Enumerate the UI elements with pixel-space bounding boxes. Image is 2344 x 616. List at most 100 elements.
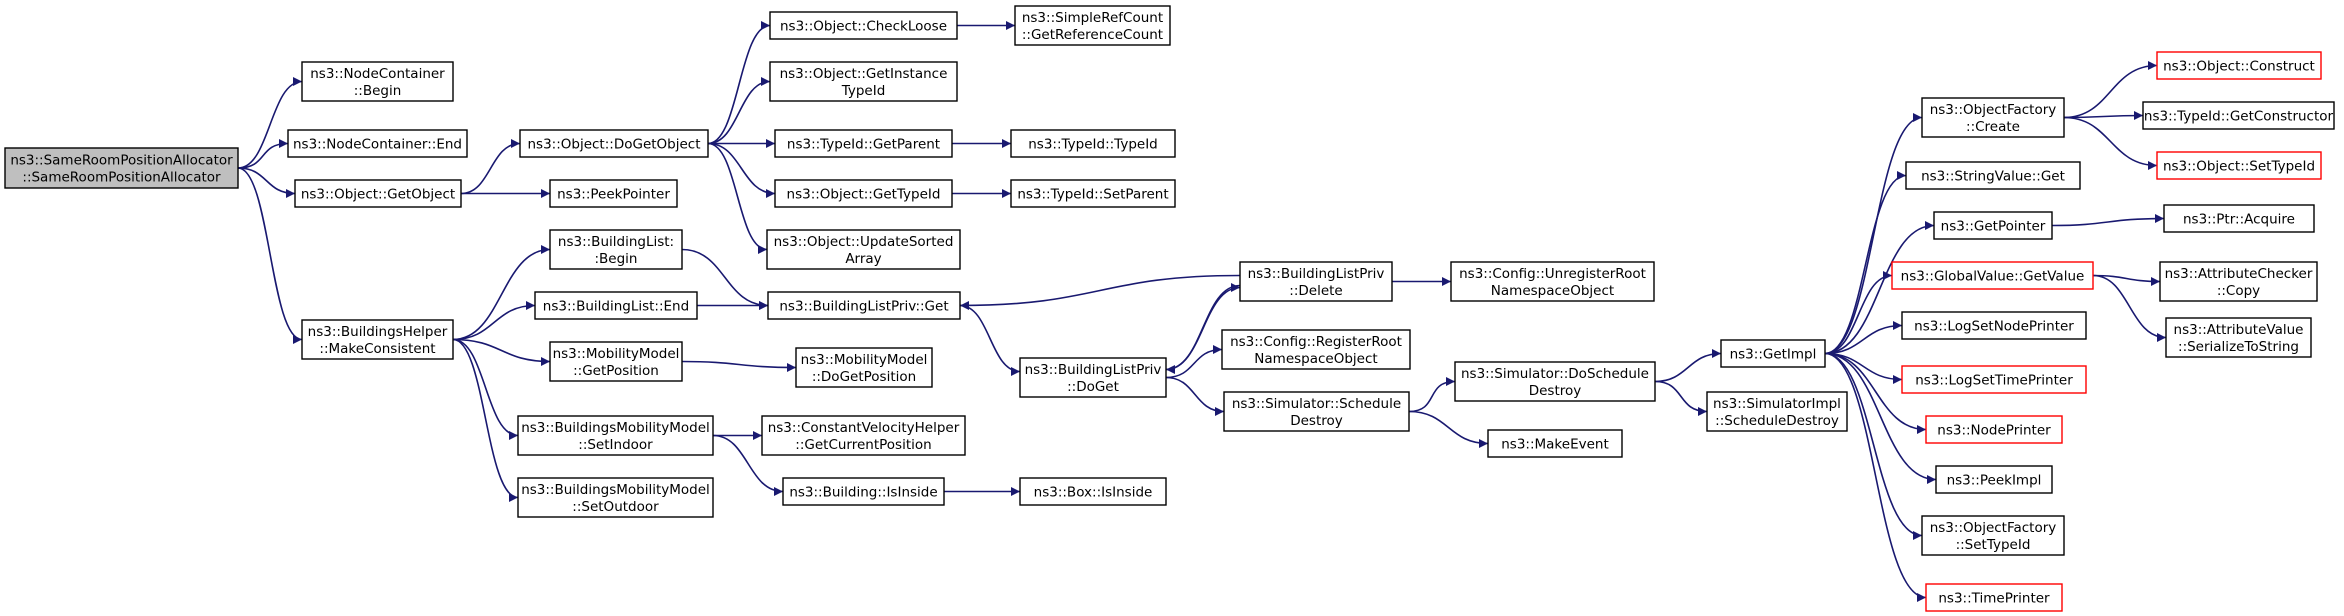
node-ptr-acquire[interactable]: ns3::Ptr::Acquire: [2163, 204, 2315, 233]
node-bl-begin[interactable]: ns3::BuildingList::Begin: [549, 229, 683, 270]
node-box: [517, 415, 714, 456]
node-stringvalue-get[interactable]: ns3::StringValue::Get: [1905, 161, 2081, 190]
node-label: ns3::Simulator::DoSchedule: [1461, 366, 1649, 382]
edge-obj_getobject-to-obj_dogetobject: [460, 139, 521, 195]
node-box-isinside[interactable]: ns3::Box::IsInside: [1019, 477, 1167, 506]
node-typeid-setparent[interactable]: ns3::TypeId::SetParent: [1010, 179, 1176, 208]
edge-blp_get-to-blp_doget: [959, 304, 1021, 376]
edge-getimpl-to-peekimpl: [1824, 352, 1937, 484]
node-box: [1901, 311, 2087, 340]
edge-bmm_setindoor-to-building_isinside: [712, 434, 784, 496]
node-box: [1019, 357, 1167, 398]
node-blp-get[interactable]: ns3::BuildingListPriv::Get: [767, 291, 961, 320]
node-label: ::GetPosition: [573, 363, 659, 379]
node-label: Destroy: [1290, 413, 1343, 429]
node-label: ::SerializeToString: [2178, 339, 2299, 355]
node-label: ns3::TypeId::GetConstructor: [2144, 109, 2334, 125]
node-nc-end[interactable]: ns3::NodeContainer::End: [287, 129, 468, 158]
node-attributechecker-copy[interactable]: ns3::AttributeChecker::Copy: [2159, 261, 2318, 302]
node-cfg-unregister[interactable]: ns3::Config::UnregisterRootNamespaceObje…: [1450, 261, 1655, 302]
node-bmm-setindoor[interactable]: ns3::BuildingsMobilityModel::SetIndoor: [517, 415, 714, 456]
edge-bh_makeconsistent-to-bl_end: [452, 301, 536, 341]
node-root[interactable]: ns3::SameRoomPositionAllocator::SameRoom…: [4, 147, 239, 189]
node-bl-end[interactable]: ns3::BuildingList::End: [534, 291, 698, 320]
node-attributevalue-serialize[interactable]: ns3::AttributeValue::SerializeToString: [2165, 317, 2312, 358]
edges-layer: [237, 21, 2167, 602]
node-sim-scheduledestroy[interactable]: ns3::Simulator::ScheduleDestroy: [1223, 391, 1410, 432]
node-obj-checkloose[interactable]: ns3::Object::CheckLoose: [769, 11, 958, 40]
node-typeid-getparent[interactable]: ns3::TypeId::GetParent: [774, 129, 953, 158]
node-label: ::Begin: [354, 83, 402, 99]
node-box: [549, 229, 683, 270]
node-box: [766, 229, 961, 270]
node-gv-getvalue[interactable]: ns3::GlobalValue::GetValue: [1891, 261, 2094, 290]
node-cvh-getcurrentposition[interactable]: ns3::ConstantVelocityHelper::GetCurrentP…: [761, 415, 966, 456]
node-label: ns3::TypeId::GetParent: [787, 137, 940, 153]
node-getpointer[interactable]: ns3::GetPointer: [1933, 211, 2053, 240]
node-label: ns3::Object::GetTypeId: [787, 187, 941, 203]
node-obj-settypeid[interactable]: ns3::Object::SetTypeId: [2156, 151, 2322, 180]
node-label: ns3::SameRoomPositionAllocator: [10, 153, 233, 169]
node-blp-doget[interactable]: ns3::BuildingListPriv::DoGet: [1019, 357, 1167, 398]
node-label: ns3::Object::CheckLoose: [780, 19, 947, 35]
node-label: ::SetOutdoor: [572, 499, 659, 515]
node-box: [1933, 211, 2053, 240]
node-box: [1487, 429, 1623, 458]
node-obj-dogetobject[interactable]: ns3::Object::DoGetObject: [519, 129, 709, 158]
node-box: [1223, 391, 1410, 432]
node-nc-begin[interactable]: ns3::NodeContainer::Begin: [301, 61, 454, 102]
node-building-isinside[interactable]: ns3::Building::IsInside: [782, 477, 945, 506]
node-box: [1935, 465, 2053, 494]
node-blp-delete[interactable]: ns3::BuildingListPriv::Delete: [1239, 261, 1393, 302]
node-typeid-typeid[interactable]: ns3::TypeId::TypeId: [1010, 129, 1176, 158]
node-obj-getobject[interactable]: ns3::Object::GetObject: [294, 179, 462, 208]
node-label: ns3::NodeContainer: [310, 66, 445, 82]
node-mm-dogetposition[interactable]: ns3::MobilityModel::DoGetPosition: [795, 347, 933, 388]
node-simimpl-scheduledestroy[interactable]: ns3::SimulatorImpl::ScheduleDestroy: [1706, 391, 1848, 432]
node-label: ns3::TimePrinter: [1938, 591, 2050, 607]
node-label: ns3::NodePrinter: [1937, 423, 2051, 439]
node-nodeprinter[interactable]: ns3::NodePrinter: [1925, 415, 2063, 444]
node-box: [1221, 329, 1411, 370]
node-label: ::MakeConsistent: [319, 341, 435, 357]
edge-sim_scheduledestroy-to-makeevent: [1408, 410, 1489, 448]
node-box: [4, 147, 239, 189]
node-peekimpl[interactable]: ns3::PeekImpl: [1935, 465, 2053, 494]
edge-gv_getvalue-to-attributevalue_serialize: [2092, 274, 2167, 342]
node-box: [769, 61, 958, 102]
node-timeprinter[interactable]: ns3::TimePrinter: [1925, 583, 2063, 612]
node-label: ::Copy: [2217, 283, 2260, 299]
node-label: ::DoGet: [1067, 379, 1119, 395]
node-logsetnodeprinter[interactable]: ns3::LogSetNodePrinter: [1901, 311, 2087, 340]
edge-obj_dogetobject-to-obj_gettypeid: [707, 142, 776, 198]
node-label: ns3::Object::DoGetObject: [527, 137, 700, 153]
node-bh-makeconsistent[interactable]: ns3::BuildingsHelper::MakeConsistent: [301, 319, 454, 360]
node-box: [1454, 361, 1656, 402]
node-box: [2142, 101, 2335, 130]
node-simplerefcount[interactable]: ns3::SimpleRefCount::GetReferenceCount: [1014, 5, 1171, 46]
node-obj-gettypeid[interactable]: ns3::Object::GetTypeId: [774, 179, 953, 208]
node-typeid-getconstructor[interactable]: ns3::TypeId::GetConstructor: [2142, 101, 2335, 130]
node-obj-construct[interactable]: ns3::Object::Construct: [2156, 51, 2322, 80]
node-label: ::Delete: [1289, 283, 1342, 299]
node-peekpointer[interactable]: ns3::PeekPointer: [549, 179, 678, 208]
node-of-create[interactable]: ns3::ObjectFactory::Create: [1921, 97, 2065, 138]
edge-root-to-bh_makeconsistent: [237, 167, 303, 344]
node-label: ns3::GetPointer: [1941, 219, 2046, 235]
edge-obj_dogetobject-to-obj_checkloose: [707, 21, 771, 145]
node-makeevent[interactable]: ns3::MakeEvent: [1487, 429, 1623, 458]
node-mm-getposition[interactable]: ns3::MobilityModel::GetPosition: [549, 341, 683, 382]
edge-bh_makeconsistent-to-mm_getposition: [452, 338, 551, 366]
node-of-settypeid[interactable]: ns3::ObjectFactory::SetTypeId: [1921, 515, 2065, 556]
node-label: ns3::PeekImpl: [1947, 473, 2042, 489]
node-logsettimeprinter[interactable]: ns3::LogSetTimePrinter: [1901, 365, 2087, 394]
node-getimpl[interactable]: ns3::GetImpl: [1720, 339, 1826, 368]
edge-bh_makeconsistent-to-bmm_setindoor: [452, 338, 519, 440]
node-label: :Begin: [595, 251, 638, 267]
node-bmm-setoutdoor[interactable]: ns3::BuildingsMobilityModel::SetOutdoor: [517, 477, 714, 518]
